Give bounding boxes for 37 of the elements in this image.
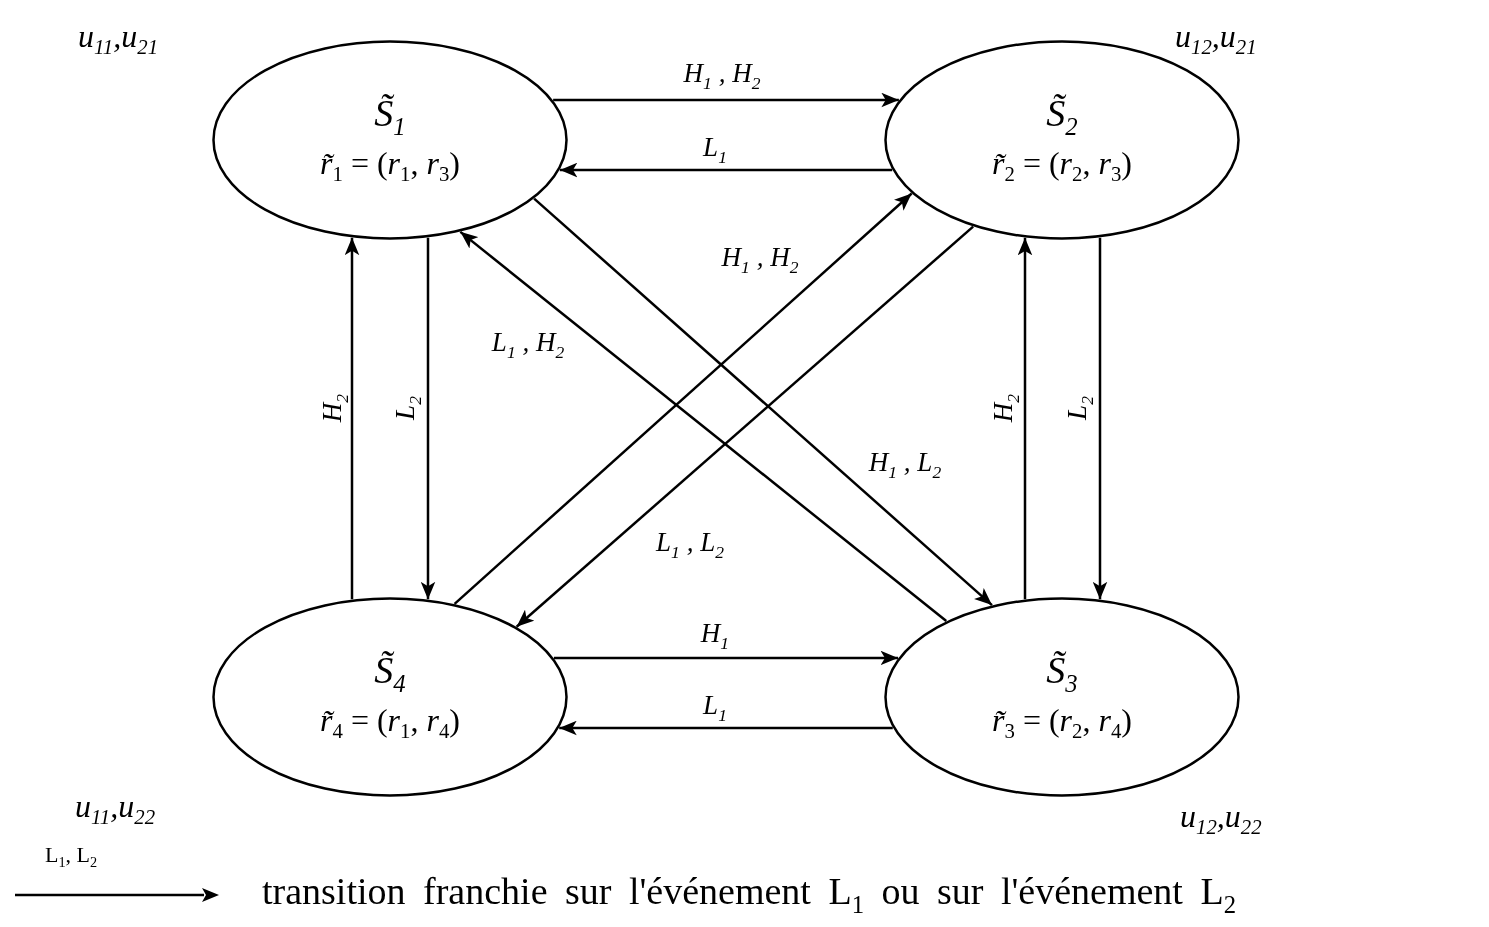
output-annotation: u$_{12}$,u$_{22}$ — [1180, 798, 1262, 840]
output-annotation: u$_{12}$,u$_{21}$ — [1175, 18, 1257, 60]
edge-label: H$_{1}$ , H$_{2}$ — [683, 58, 761, 94]
arrow — [533, 197, 993, 606]
legend-text: transition franchie sur l'événement L$_{1}$ ou sur l'événement L$_{2}$ — [262, 869, 1236, 919]
arrow — [553, 650, 899, 666]
state-formula: r̃$_{1}$ = (r$_{1}$, r$_{3}$) — [320, 143, 460, 188]
edge-label: H$_{1}$ , H$_{2}$ — [721, 242, 799, 278]
edge-label: L$_{1}$ — [703, 132, 727, 168]
arrow — [1092, 237, 1108, 600]
legend-arrow-label: L$_{1}$, L$_{2}$ — [45, 842, 98, 872]
output-annotation: u$_{11}$,u$_{22}$ — [75, 788, 156, 830]
state-formula: r̃$_{3}$ = (r$_{2}$, r$_{4}$) — [992, 700, 1132, 745]
state-name: S̃$_{2}$ — [1046, 92, 1078, 140]
state-ellipse — [212, 597, 568, 797]
arrow — [459, 230, 948, 622]
state-name: S̃$_{4}$ — [374, 649, 406, 697]
edge-label: H$_{1}$ , L$_{2}$ — [868, 447, 942, 483]
state-ellipse — [884, 597, 1240, 797]
edge-label: L$_{1}$ , H$_{2}$ — [491, 327, 565, 363]
edge-label: L$_{1}$ — [703, 690, 727, 726]
arrow — [553, 92, 899, 108]
state-name: S̃$_{3}$ — [1046, 649, 1078, 697]
state-name: S̃$_{1}$ — [374, 92, 406, 140]
arrow — [344, 237, 360, 600]
state-formula: r̃$_{4}$ = (r$_{1}$, r$_{4}$) — [320, 700, 460, 745]
arrow — [559, 720, 893, 736]
edge-label: H$_{1}$ — [700, 618, 730, 654]
arrow — [559, 162, 893, 178]
arrow — [453, 192, 913, 605]
arrow — [420, 237, 436, 600]
edge-label: L$_{1}$ , L$_{2}$ — [656, 527, 724, 563]
arrow — [1017, 237, 1033, 600]
output-annotation: u$_{11}$,u$_{21}$ — [78, 18, 159, 60]
state-formula: r̃$_{2}$ = (r$_{2}$, r$_{3}$) — [992, 143, 1132, 188]
arrow — [515, 225, 974, 628]
state-ellipse — [212, 40, 568, 240]
